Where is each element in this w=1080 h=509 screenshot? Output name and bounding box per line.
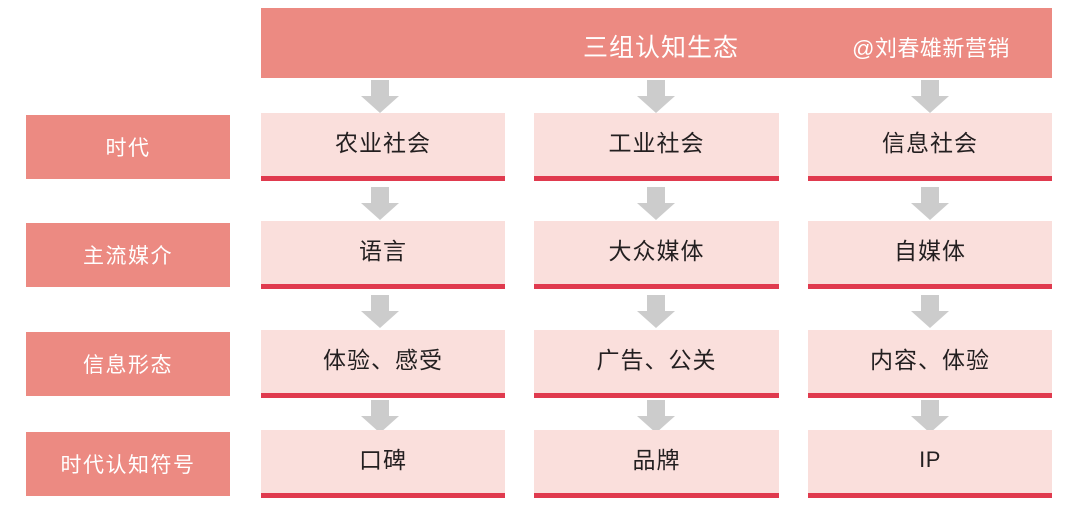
arrow-down-col2-r3r4 [637,400,675,433]
arrow-down-col2-header [637,80,675,113]
cell-text: 广告、公关 [596,347,717,373]
cell-r4-c2: 品牌 [534,430,779,498]
diagram-title: 三组认知生态 [582,34,739,62]
cell-text: 品牌 [632,447,681,473]
row-label-text: 信息形态 [83,354,173,377]
cell-text: 农业社会 [335,130,431,156]
cell-text: 体验、感受 [323,347,443,373]
cell-r1-c2: 工业社会 [534,113,779,181]
arrow-down-col3-header [911,80,949,113]
row-label-era: 时代 [26,115,230,179]
row-label-era-cognition-symbol: 时代认知符号 [26,432,230,496]
cell-text: 工业社会 [608,130,705,156]
cell-text: 信息社会 [882,130,978,156]
cell-text: IP [919,447,941,472]
cell-text: 语言 [359,238,407,264]
row-label-information-form: 信息形态 [26,332,230,396]
cell-r2-c1: 语言 [261,221,505,289]
cell-r3-c1: 体验、感受 [261,330,505,398]
arrow-down-col1-r3r4 [361,400,399,433]
cell-r1-c3: 信息社会 [808,113,1052,181]
arrow-down-col3-r1r2 [911,187,949,220]
cell-r4-c1: 口碑 [261,430,505,498]
row-label-text: 时代认知符号 [60,454,196,477]
row-label-mainstream-media: 主流媒介 [26,223,230,287]
arrow-down-col3-r2r3 [911,295,949,328]
cell-r3-c3: 内容、体验 [808,330,1052,398]
cell-r1-c1: 农业社会 [261,113,505,181]
cell-r4-c3: IP [808,430,1052,498]
arrow-down-col1-r2r3 [361,295,399,328]
arrow-down-col2-r1r2 [637,187,675,220]
arrow-down-col2-r2r3 [637,295,675,328]
arrow-down-col3-r3r4 [911,400,949,433]
cell-text: 大众媒体 [608,238,705,264]
arrow-down-col1-header [361,80,399,113]
cell-r2-c3: 自媒体 [808,221,1052,289]
cell-text: 内容、体验 [870,347,990,373]
cell-r3-c2: 广告、公关 [534,330,779,398]
author-credit: @刘春雄新营销 [852,36,1010,61]
header-banner: 三组认知生态 @刘春雄新营销 [261,8,1052,78]
row-label-text: 主流媒介 [83,245,173,268]
arrow-down-col1-r1r2 [361,187,399,220]
cell-text: 自媒体 [894,238,966,264]
cell-text: 口碑 [359,447,407,473]
row-label-text: 时代 [105,137,151,160]
cell-r2-c2: 大众媒体 [534,221,779,289]
